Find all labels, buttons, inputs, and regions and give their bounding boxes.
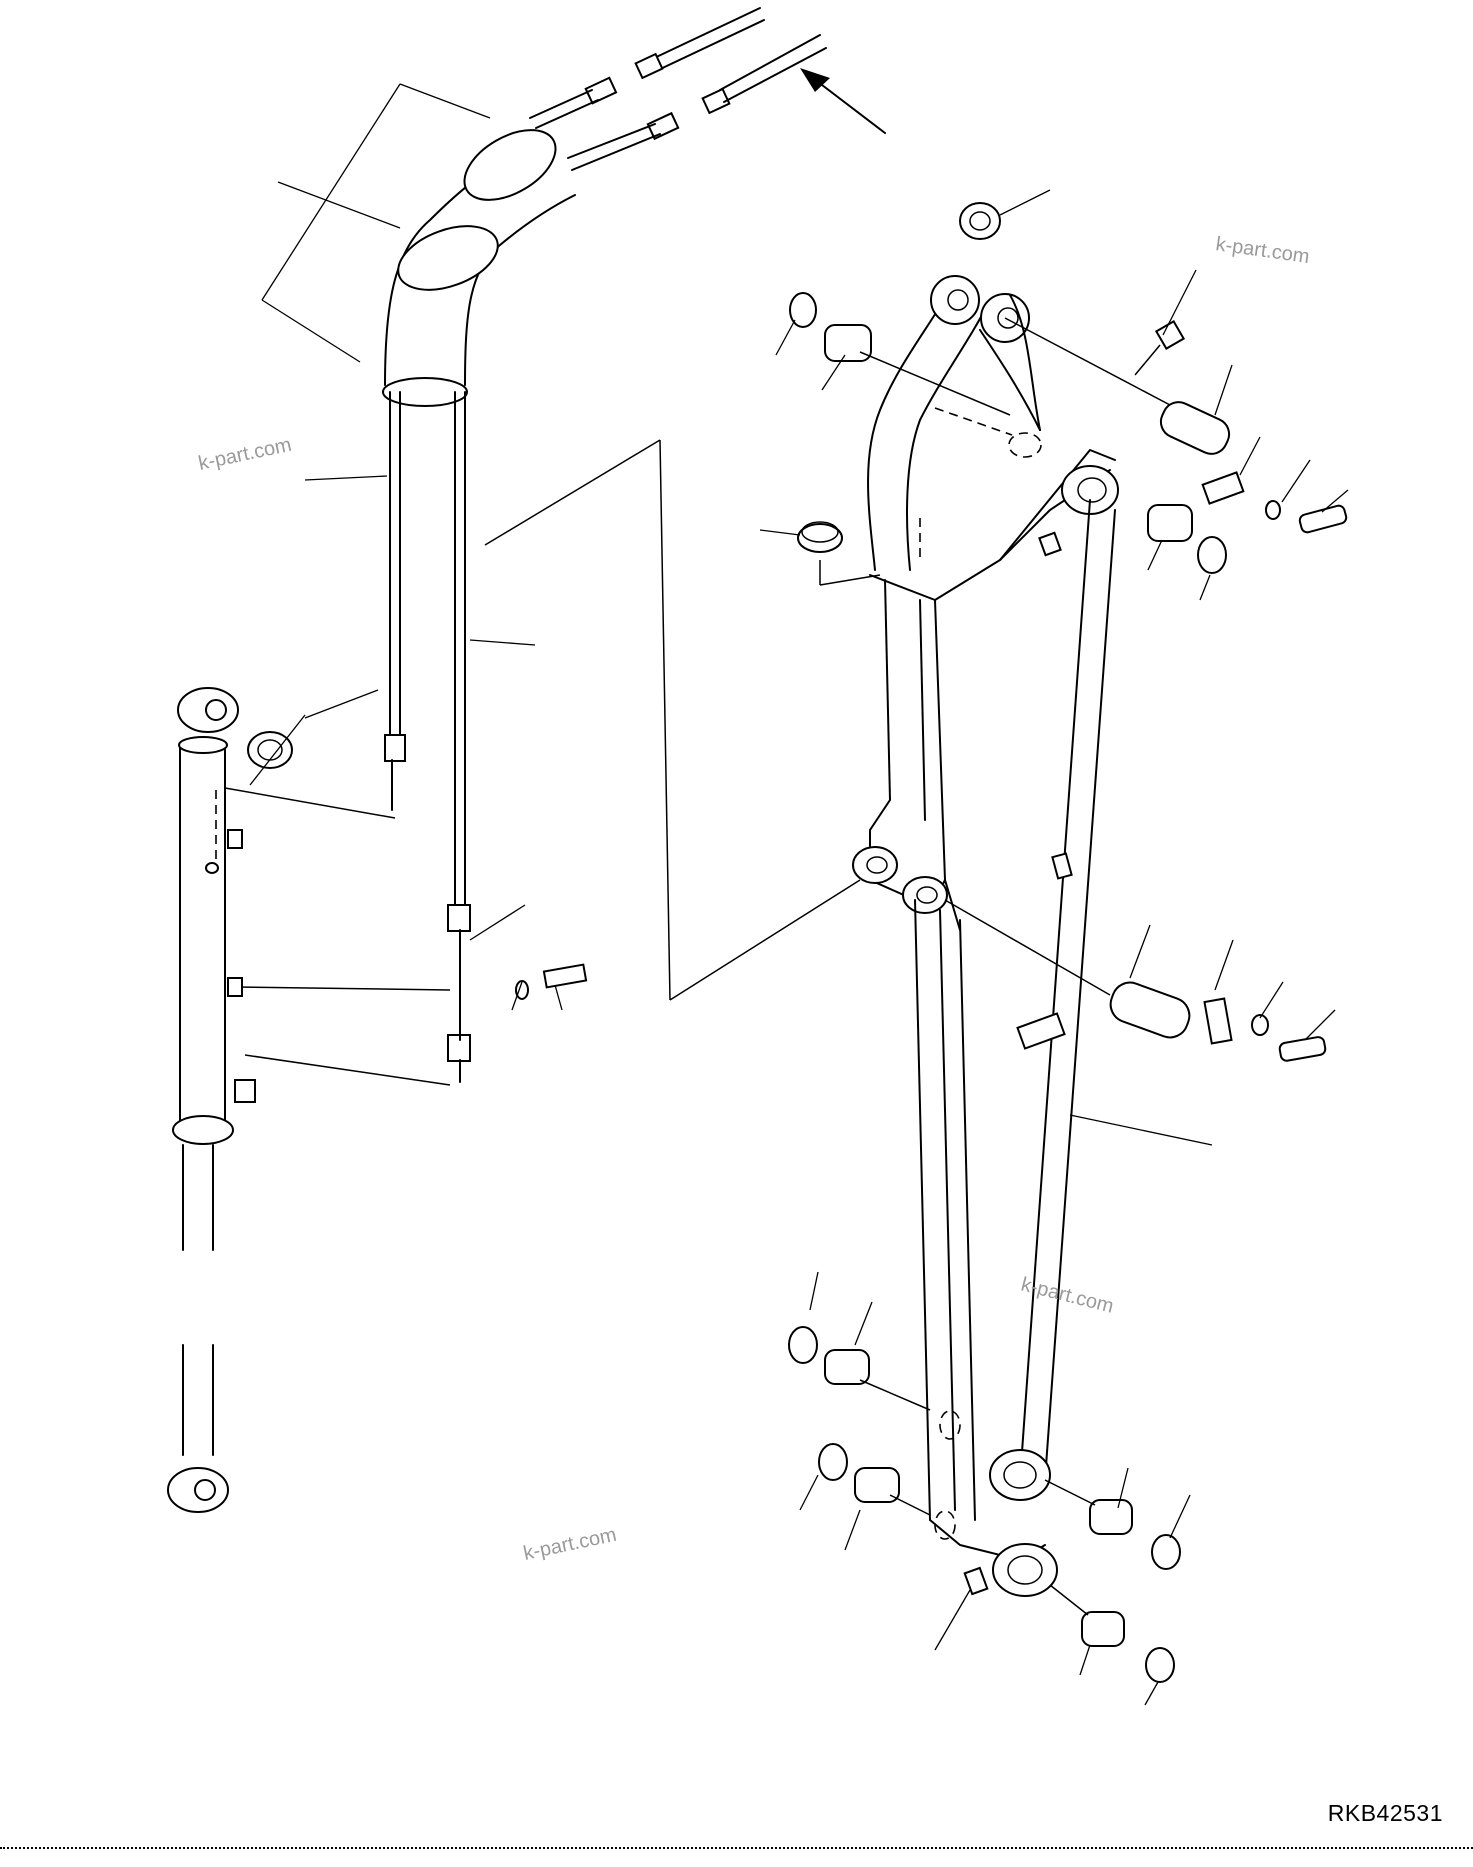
boom-structure <box>484 275 1119 1597</box>
watermark-top-right: k-part.com <box>1214 233 1311 268</box>
pins-and-bushings <box>788 189 1348 1683</box>
watermark-left: k-part.com <box>196 434 293 475</box>
boom-cylinder <box>167 687 293 1513</box>
callout-leaders <box>249 83 1349 1706</box>
watermark-group: k-part.com k-part.com k-part.com k-part.… <box>196 233 1310 1565</box>
watermark-bottom-left: k-part.com <box>521 1524 618 1565</box>
hydraulic-hose-lines <box>529 7 886 171</box>
drawing-code: RKB42531 <box>1327 1800 1443 1826</box>
watermark-center-right: k-part.com <box>1019 1274 1116 1318</box>
bottom-border <box>0 1847 1473 1849</box>
pipe-assembly <box>224 129 588 1086</box>
